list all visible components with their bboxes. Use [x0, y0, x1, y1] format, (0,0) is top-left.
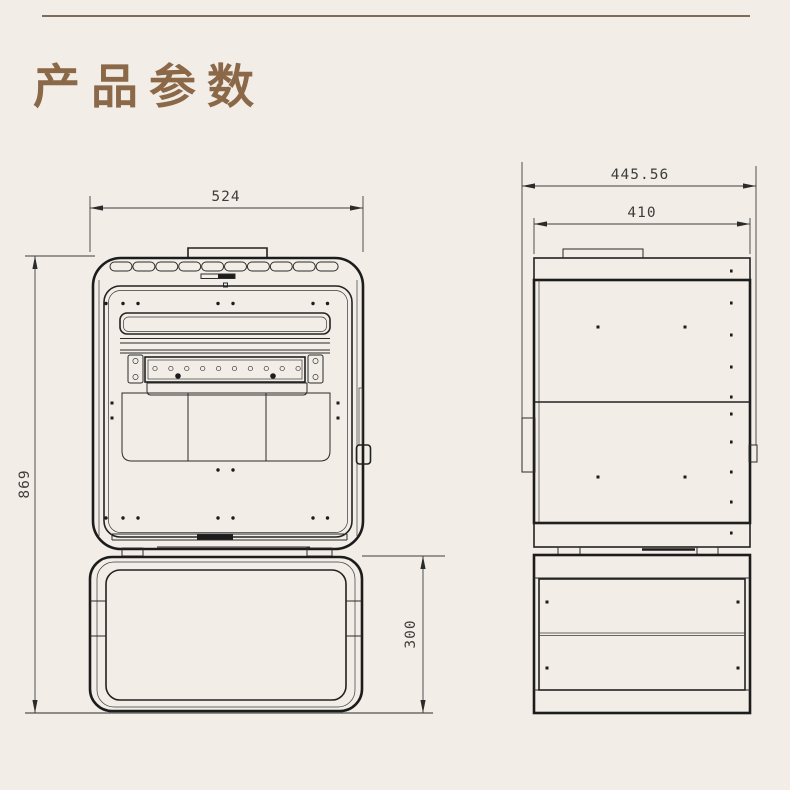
- lid-band: [533, 257, 751, 281]
- burner-holes: [152, 365, 301, 372]
- dim-label-side-body-depth: 410: [627, 205, 656, 221]
- arrowhead-left: [522, 183, 535, 189]
- arrowhead-bottom: [32, 700, 38, 713]
- lower-panel-dividers: [187, 393, 267, 461]
- door-panel-inner: [108, 290, 348, 533]
- pedestal-strips: [534, 577, 750, 691]
- side-stove-body: [521, 248, 758, 556]
- side-pedestal: [532, 553, 752, 715]
- pedestal-mid: [96, 561, 356, 708]
- header-rule: [42, 15, 750, 17]
- arrowhead-left: [534, 221, 547, 227]
- front-stove-body: [91, 247, 372, 557]
- dim-line: [521, 162, 757, 445]
- burner-bar: [127, 354, 324, 396]
- pedestal-rivets: [545, 600, 740, 670]
- center-pin: [223, 282, 228, 288]
- arrowhead-right: [350, 205, 363, 211]
- rear-bracket: [521, 417, 536, 473]
- door-panel: [103, 285, 353, 538]
- dim-front-height: 869: [17, 255, 95, 713]
- top-vent-slots: [109, 261, 339, 272]
- pedestal-face: [105, 569, 347, 701]
- pedestal-rail-ticks: [90, 600, 362, 637]
- page-title: 产品参数: [33, 60, 265, 115]
- front-pedestal: [88, 555, 364, 713]
- pedestal-panel-divider: [539, 632, 745, 636]
- outer-shell: [91, 256, 365, 551]
- edge-rivet-column: [730, 269, 733, 535]
- top-tab: [562, 248, 644, 258]
- dim-front-base-height: 300: [362, 555, 445, 713]
- dim-front-width: 524: [89, 189, 364, 252]
- door-handle: [355, 444, 372, 465]
- dim-line: [362, 555, 445, 713]
- burner-body-inner: [147, 359, 303, 380]
- window-glass-inner: [123, 316, 327, 332]
- dim-side-overall-depth: 445.56: [521, 162, 757, 445]
- arrowhead-top: [420, 556, 426, 569]
- dim-label-front-height: 869: [17, 469, 33, 498]
- bottom-ledge: [111, 533, 348, 541]
- bracket-right: [307, 354, 324, 384]
- dim-label-front-base-height: 300: [403, 619, 419, 648]
- window-glass: [119, 312, 331, 335]
- dim-side-body-depth: 410: [533, 205, 751, 254]
- burner-body: [144, 356, 306, 383]
- burner-bolt-left: [175, 373, 181, 379]
- shell-inner-lines: [98, 280, 358, 536]
- side-view: 445.56 410: [521, 162, 758, 715]
- panel-rivets: [596, 325, 687, 479]
- dim-label-side-overall-depth: 445.56: [611, 167, 669, 183]
- dim-line: [25, 255, 95, 713]
- window-trim-bands: [120, 338, 330, 354]
- arrowhead-left: [90, 205, 103, 211]
- burner-bolt-right: [270, 373, 276, 379]
- arrowhead-bottom: [420, 700, 426, 713]
- pedestal-outer: [532, 553, 752, 715]
- lower-panels: [121, 392, 331, 462]
- door-screws: [104, 301, 340, 520]
- arrowhead-right: [743, 183, 756, 189]
- arrowhead-top: [32, 256, 38, 269]
- top-tab: [187, 247, 268, 258]
- bracket-left: [127, 354, 144, 384]
- arrowhead-right: [737, 221, 750, 227]
- dim-line: [89, 196, 364, 252]
- bottom-band: [533, 522, 751, 548]
- pedestal-outer: [88, 555, 364, 713]
- side-latch: [748, 444, 758, 463]
- badge-plate: [200, 273, 236, 279]
- front-view: 524 869: [17, 189, 445, 714]
- badge-plate-fill: [218, 274, 235, 278]
- dim-label-front-width: 524: [211, 189, 240, 205]
- ledge-handle: [197, 534, 233, 540]
- pedestal-panels: [538, 578, 746, 691]
